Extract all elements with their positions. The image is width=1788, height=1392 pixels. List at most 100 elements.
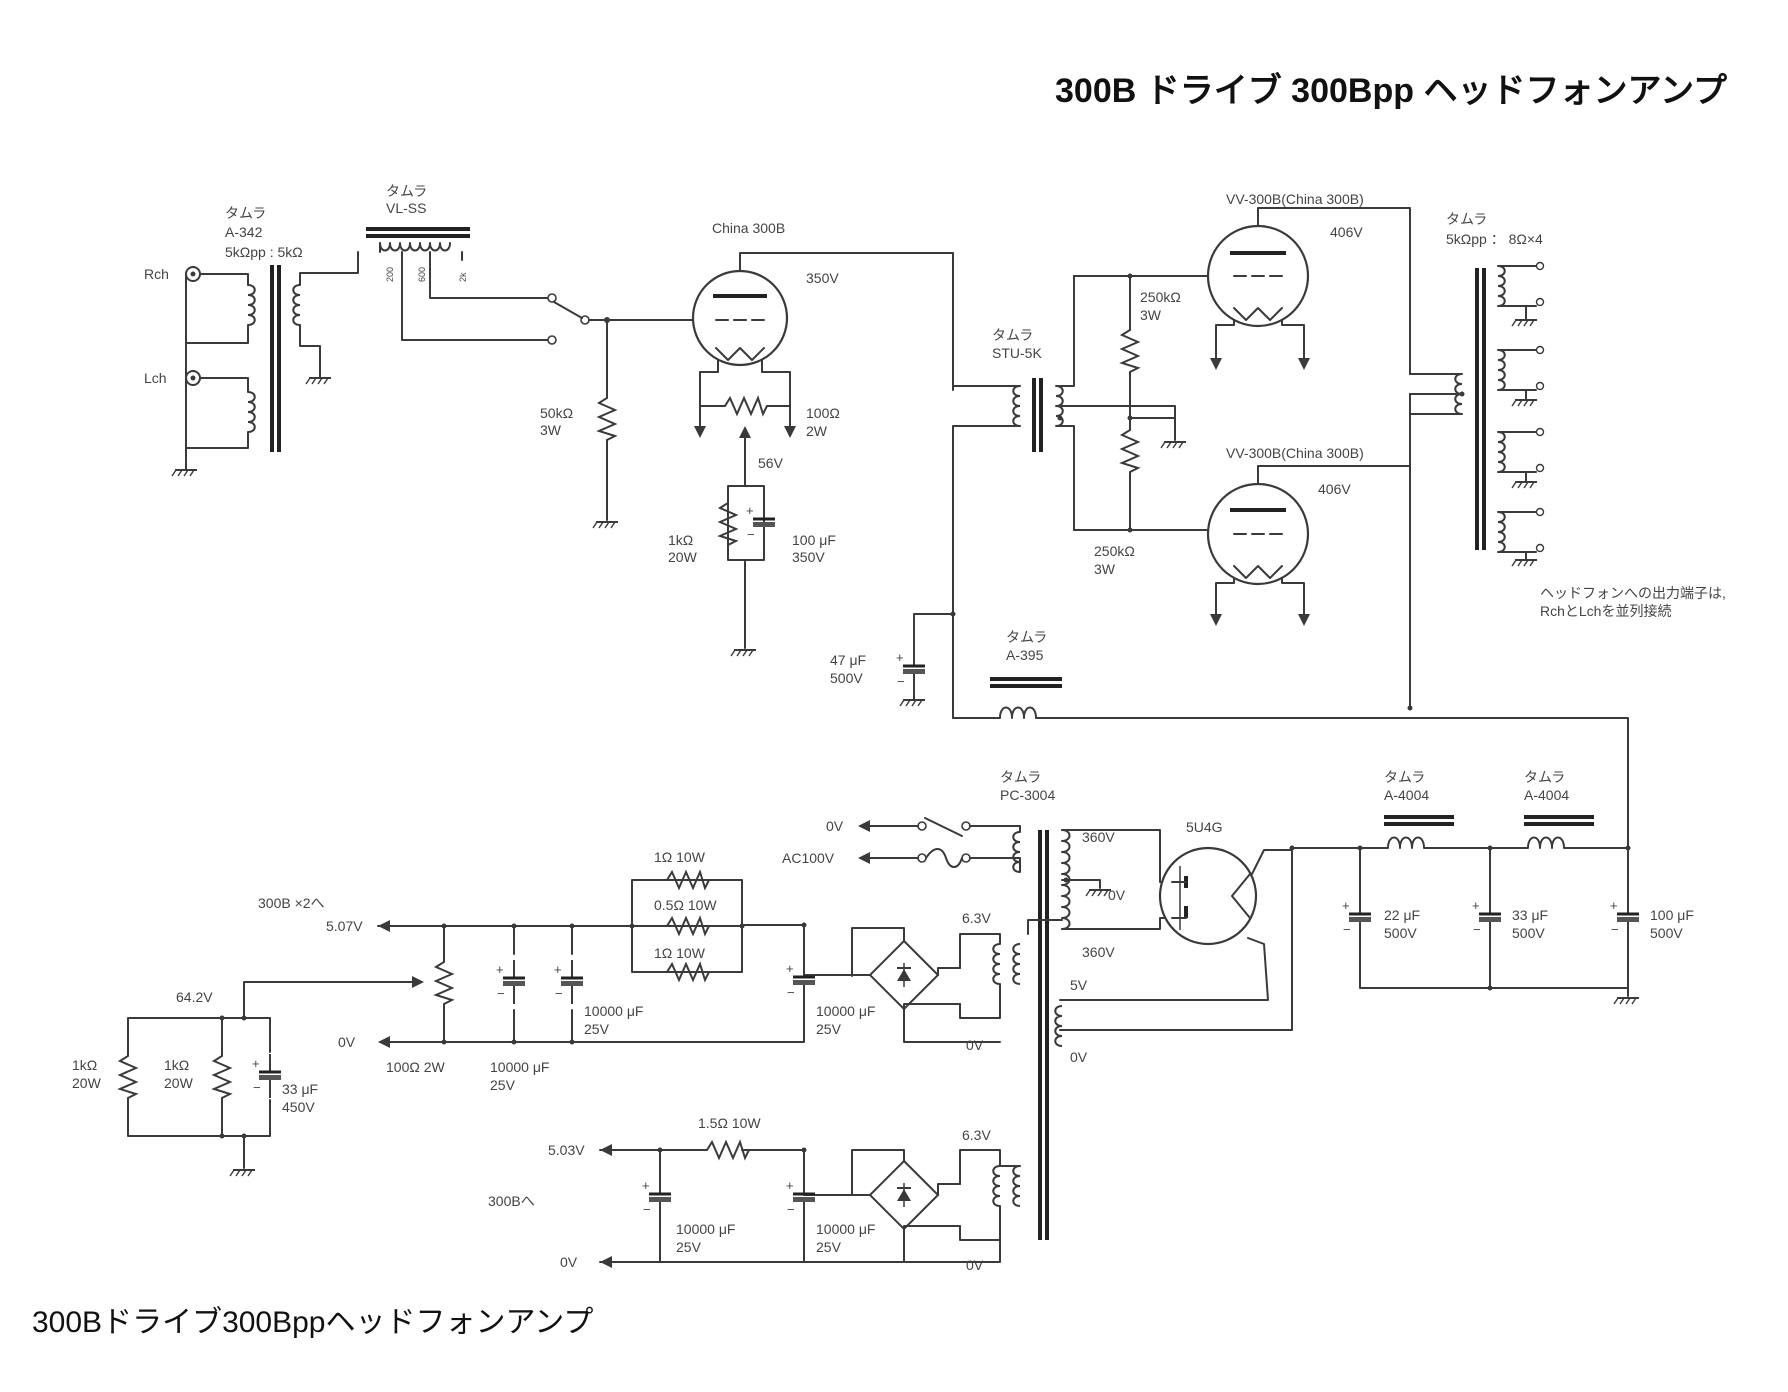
heater-b-voltage: 6.3V [962,1127,991,1143]
cap-10000-4-value: 10000 μF [676,1221,735,1237]
bleeder-r1-value: 1kΩ [72,1057,97,1073]
cathode-cap-value: 100 μF [792,532,836,548]
fuse [925,848,963,868]
heater-a-output-voltage: 5.07V [326,918,363,934]
selector-lever [553,301,583,319]
cap-10000-5-voltage: 25V [816,1239,842,1255]
driver-tube-envelope [691,269,789,367]
heater-b-0v-label: 0V [966,1257,984,1273]
grid-resistor-lower-watt: 3W [1094,561,1116,577]
cap-10000-3-value: 10000 μF [816,1003,875,1019]
a4004-2-model: A-4004 [1524,787,1569,803]
driver-plate-voltage: 350V [806,270,839,286]
hum-pot-watt: 2W [806,423,828,439]
bias-voltage: 64.2V [176,989,213,1005]
vlss-tap-2k: 2k [458,272,468,282]
cap-10000-2-value: 10000 μF [584,1003,643,1019]
hum-pot-value: 100Ω [806,405,840,421]
rch-label: Rch [144,266,169,282]
cap-10000-4-voltage: 25V [676,1239,702,1255]
vlss-model: VL-SS [386,200,426,216]
output-tube-lower-voltage: 406V [1318,481,1351,497]
cap-10000-1-value: 10000 μF [490,1059,549,1075]
diagram-title: 300B ドライブ 300Bpp ヘッドフォンアンプ [1055,71,1727,110]
hv-center-tap: 0V [1108,887,1126,903]
rectifier-tube-name: 5U4G [1186,819,1223,835]
decoupling-cap-voltage: 500V [830,670,863,686]
grid-resistor-watt: 3W [540,422,562,438]
power-switch-contact-a [917,821,927,831]
output-winding-4 [1497,507,1545,567]
grid-resistor-value: 50kΩ [540,405,573,421]
switch-0v-label: 0V [826,818,844,834]
power-switch-contact-b [961,821,971,831]
cap-10000-5-value: 10000 μF [816,1221,875,1237]
rectifier-tube-envelope [1158,846,1258,946]
pc3004-maker: タムラ [1000,769,1041,785]
fuse-contact-b [961,853,971,863]
bleeder-r2-watt: 20W [164,1075,194,1091]
vlss-tap-200: 200 [385,267,395,282]
output-winding-1 [1497,261,1545,327]
hum-balance-pot-label: 100Ω 2W [386,1059,446,1075]
output-transformer-maker: タムラ [1446,211,1487,227]
heater-a-0v-out: 0V [338,1034,356,1050]
heater-a-voltage: 6.3V [962,910,991,926]
cap-10000-2-voltage: 25V [584,1021,610,1037]
a395-maker: タムラ [1006,629,1047,645]
filter-cap-33-voltage: 500V [1512,925,1545,941]
grid-resistor-upper-value: 250kΩ [1140,289,1181,305]
input-section: タムラ A-342 5kΩpp : 5kΩ Rch Lch タムラ VL-SS … [144,183,590,477]
filter-cap-100-value: 100 μF [1650,907,1694,923]
resistor-05ohm-label: 0.5Ω 10W [654,897,717,913]
a4004-1-model: A-4004 [1384,787,1429,803]
grid-resistor-lower-value: 250kΩ [1094,543,1135,559]
hv-winding-bottom: 360V [1082,944,1115,960]
a395-model: A-395 [1006,647,1044,663]
a342-maker: タムラ [225,205,266,221]
vlss-maker: タムラ [386,183,427,199]
cathode-resistor-watt: 20W [668,549,698,565]
cathode-voltage: 56V [758,455,784,471]
ac100v-label: AC100V [782,850,835,866]
bleeder-cap-voltage: 450V [282,1099,315,1115]
cathode-cap-voltage: 350V [792,549,825,565]
bleeder-r2-value: 1kΩ [164,1057,189,1073]
heater-b-output-voltage: 5.03V [548,1142,585,1158]
grid-resistor-upper-watt: 3W [1140,307,1162,323]
resistor-1ohm-a-label: 1Ω 10W [654,849,706,865]
pc3004-model: PC-3004 [1000,787,1055,803]
filter-cap-100-voltage: 500V [1650,925,1683,941]
headphone-note-line2: RchとLchを並列接続 [1540,603,1671,619]
power-switch-lever[interactable] [924,817,963,837]
filter-cap-22-voltage: 500V [1384,925,1417,941]
a342-model: A-342 [225,224,263,240]
lch-label: Lch [144,370,167,386]
heater-b-0v-out: 0V [560,1254,578,1270]
decoupling-cap-value: 47 μF [830,652,866,668]
fil-5v-label: 5V [1070,977,1088,993]
heater-b-destination: 300Bへ [488,1193,535,1209]
heater-a-0v-label: 0V [966,1037,984,1053]
stu5k-maker: タムラ [992,327,1033,343]
driver-tube-name: China 300B [712,220,785,236]
resistor-1ohm-b-label: 1Ω 10W [654,945,706,961]
figure-caption: 300Bドライブ300Bppヘッドフォンアンプ [32,1306,593,1339]
headphone-note-line1: ヘッドフォンへの出力端子は, [1540,585,1726,601]
resistor-15ohm-label: 1.5Ω 10W [698,1115,761,1131]
heater-a-destination: 300B ×2へ [258,895,325,911]
hv-winding-top: 360V [1082,829,1115,845]
filter-cap-22-value: 22 μF [1384,907,1420,923]
output-tube-upper-voltage: 406V [1330,224,1363,240]
fuse-contact-a [917,853,927,863]
output-tube-upper-name: VV-300B(China 300B) [1226,191,1364,207]
a342-ratio: 5kΩpp : 5kΩ [225,244,303,260]
bleeder-cap-value: 33 μF [282,1081,318,1097]
stu5k-model: STU-5K [992,345,1042,361]
bleeder-r1-watt: 20W [72,1075,102,1091]
output-winding-3 [1497,427,1545,489]
filter-cap-33-value: 33 μF [1512,907,1548,923]
output-stage: タムラ STU-5K 250kΩ 3W 250kΩ 3W VV-300B(Chi… [830,191,1726,849]
cathode-resistor-value: 1kΩ [668,532,693,548]
